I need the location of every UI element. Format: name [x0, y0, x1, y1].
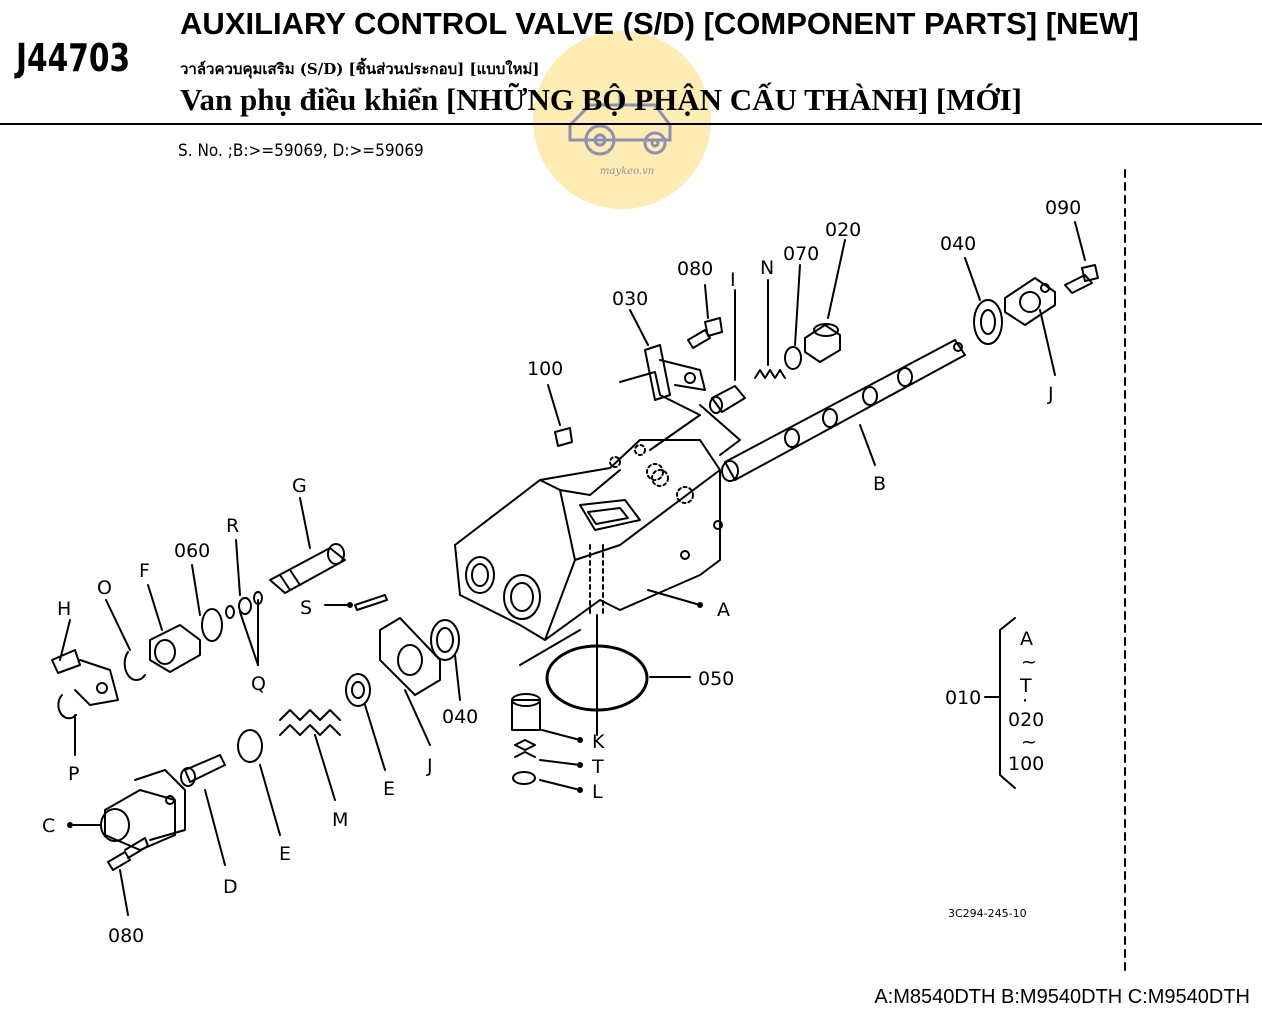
legend-t: T: [1019, 675, 1032, 697]
watermark-text: maykeo.vn: [600, 166, 655, 177]
spring-seat-e-right: [345, 673, 371, 707]
callout-s: S: [300, 597, 312, 619]
model-list: A:M8540DTH B:M9540DTH C:M9540DTH: [874, 986, 1250, 1008]
spring-m: [279, 709, 341, 721]
callout-f: F: [139, 560, 150, 582]
callout-q: Q: [251, 673, 266, 695]
callout-040-bottom: 040: [442, 706, 478, 728]
callout-090: 090: [1045, 197, 1081, 219]
seal-040-bottom: [430, 619, 460, 661]
callout-040-top: 040: [940, 233, 976, 255]
bolt-d: [180, 754, 226, 787]
callout-a: A: [717, 599, 730, 621]
callout-060: 060: [174, 540, 210, 562]
callout-100: 100: [527, 358, 563, 380]
pilot-piston-g: [269, 543, 346, 594]
callout-h: H: [57, 598, 71, 620]
legend-100: 100: [1008, 753, 1044, 775]
legend-tilde-2: ~: [1021, 731, 1037, 753]
header-rule: [0, 123, 1262, 125]
callout-080-top: 080: [677, 258, 713, 280]
tractor-icon: [568, 90, 672, 156]
callout-o: O: [97, 577, 112, 599]
callout-080-bottom: 080: [108, 925, 144, 947]
cap-f: [149, 624, 201, 673]
washer-l: [512, 771, 536, 785]
spring-seat-e-left: [237, 729, 263, 763]
callout-020: 020: [825, 219, 861, 241]
legend-tilde-1: ~: [1021, 651, 1037, 673]
callout-070: 070: [783, 243, 819, 265]
callout-b: B: [873, 473, 886, 495]
plug-screw-100: [554, 427, 573, 447]
bolt-080-bottom: [107, 837, 149, 871]
spool-b: [721, 339, 966, 482]
callout-e-right: E: [383, 778, 395, 800]
callout-p: P: [68, 763, 79, 785]
o-ring-060: [201, 608, 223, 642]
callout-j-bottom: J: [426, 755, 433, 777]
plug-020: [804, 323, 841, 363]
valve-body-a: [454, 439, 723, 641]
lever-h: [51, 649, 119, 706]
figure-reference: 3C294-245-10: [948, 907, 1027, 920]
clip-p: [57, 694, 77, 720]
snap-ring-o: [123, 651, 146, 682]
cover-c: [100, 769, 186, 851]
spring-n: [754, 369, 786, 379]
poppet-i: [709, 385, 746, 414]
flange-j-bottom: [379, 617, 441, 696]
callout-m: M: [332, 809, 348, 831]
spring-t: [514, 739, 536, 758]
legend-dot: ·: [1022, 690, 1028, 712]
seal-040-top: [973, 299, 1003, 345]
flange-j-top: [1004, 277, 1056, 326]
part-code: J44703: [16, 36, 131, 80]
callout-n: N: [760, 257, 774, 279]
callout-c: C: [42, 815, 55, 837]
callout-j-top: J: [1047, 383, 1054, 405]
watermark-logo: [533, 31, 711, 209]
callout-l: L: [592, 781, 603, 803]
legend-a: A: [1020, 628, 1033, 650]
poppet-k: [511, 693, 541, 731]
callout-g: G: [292, 475, 307, 497]
bracket-030: [644, 344, 706, 401]
callout-050: 050: [698, 668, 734, 690]
callout-i: I: [730, 269, 736, 291]
serial-number: S. No. ;B:>=59069, D:>=59069: [178, 141, 424, 161]
bolt-080-top: [687, 317, 723, 349]
callout-k: K: [592, 731, 605, 753]
callout-r: R: [226, 515, 239, 537]
title-thai: วาล์วควบคุมเสริม (S/D) [ชิ้นส่วนประกอบ] …: [180, 60, 540, 78]
legend-range-label: 010: [945, 687, 981, 709]
callout-t: T: [591, 756, 604, 778]
bolt-090: [1064, 264, 1099, 294]
title-english: AUXILIARY CONTROL VALVE (S/D) [COMPONENT…: [180, 6, 1139, 41]
title-vietnamese: Van phụ điều khiển [NHỮNG BỘ PHẬN CẤU TH…: [180, 82, 1022, 117]
o-ring-070: [784, 346, 802, 370]
pin-s: [354, 594, 388, 611]
legend-020: 020: [1008, 709, 1044, 731]
callout-e-left: E: [279, 843, 291, 865]
callout-030: 030: [612, 288, 648, 310]
callout-d: D: [223, 876, 238, 898]
